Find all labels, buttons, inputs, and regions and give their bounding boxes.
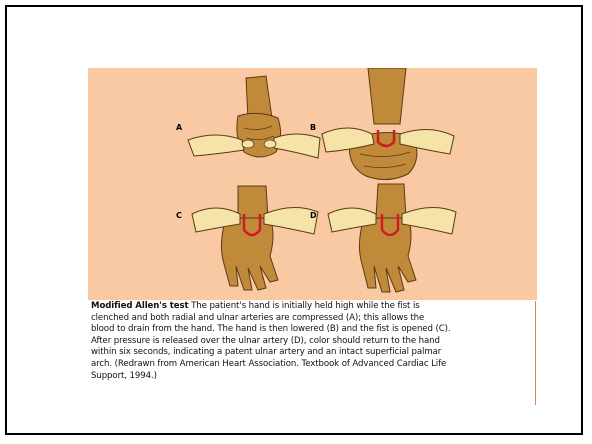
caption-title: Modified Allen's test xyxy=(91,301,189,311)
figure-caption: Modified Allen's test The patient's hand… xyxy=(91,301,535,382)
caption-line: After pressure is released over the ulna… xyxy=(91,336,440,346)
slide-frame: A B xyxy=(5,5,583,435)
caption-divider xyxy=(535,301,536,405)
caption-line: blood to drain from the hand. The hand i… xyxy=(91,324,451,334)
caption-line: Support, 1994.) xyxy=(91,371,157,381)
allen-test-illustration: A B xyxy=(88,68,537,300)
panel-b-label: B xyxy=(310,123,316,132)
allen-test-figure: A B xyxy=(88,68,537,408)
illustration-panel: A B xyxy=(88,68,537,300)
caption-line: clenched and both radial and ulnar arter… xyxy=(91,313,424,323)
caption-line: within six seconds, indicating a patent … xyxy=(91,347,441,357)
caption-line: The patient's hand is initially held hig… xyxy=(189,301,420,311)
panel-c-label: C xyxy=(176,211,182,220)
caption-line: arch. (Redrawn from American Heart Assoc… xyxy=(91,359,446,369)
panel-a-label: A xyxy=(176,123,183,132)
panel-d-label: D xyxy=(310,211,317,220)
